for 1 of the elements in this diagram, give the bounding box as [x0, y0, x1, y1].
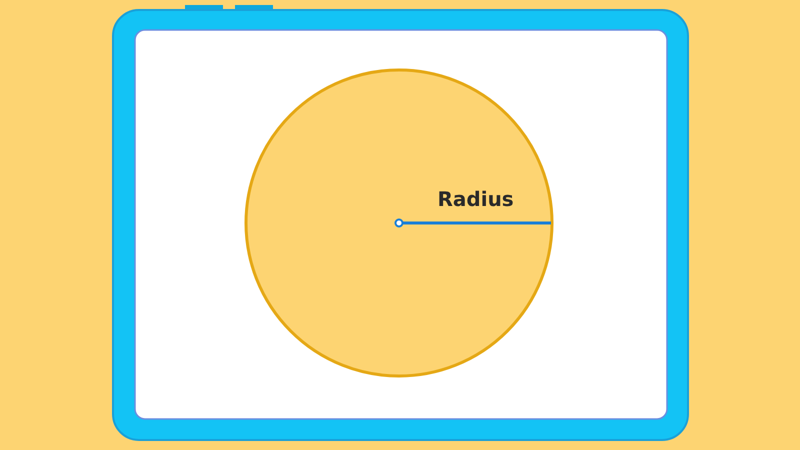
- radius-label: Radius: [438, 187, 514, 211]
